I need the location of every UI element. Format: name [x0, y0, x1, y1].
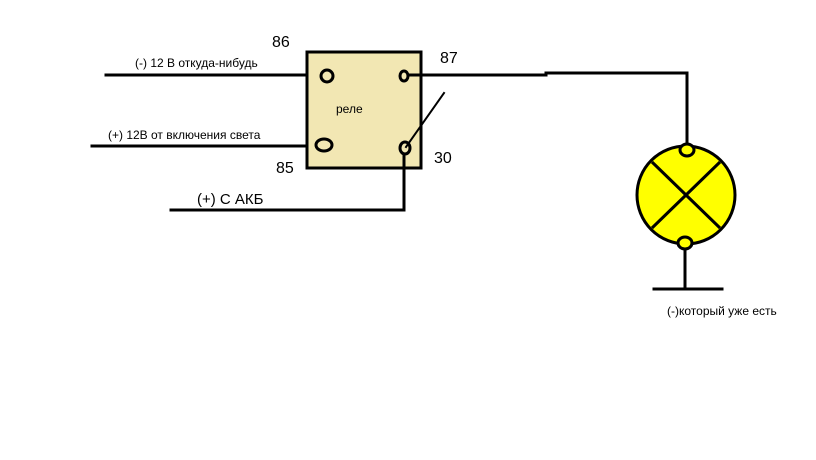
wire-battery-to-30: [169, 152, 406, 212]
pin-label-86: 86: [272, 34, 290, 51]
label-battery-wire: (+) С АКБ: [197, 191, 264, 208]
wire-87-to-lamp: [407, 71, 689, 146]
lamp-terminal-bottom: [676, 235, 694, 251]
terminal-87: [398, 69, 410, 83]
label-positive-light-wire: (+) 12В от включения света: [108, 128, 261, 142]
label-negative-wire: (-) 12 В откуда-нибудь: [135, 56, 258, 70]
terminal-85: [314, 137, 334, 153]
lamp: [635, 142, 737, 251]
terminal-86: [319, 68, 335, 84]
label-ground: (-)который уже есть: [667, 304, 777, 318]
lamp-terminal-top: [678, 142, 696, 158]
relay-label: реле: [336, 102, 363, 116]
pin-label-85: 85: [276, 160, 294, 177]
lamp-filament-b: [650, 160, 722, 230]
pin-label-30: 30: [434, 150, 452, 167]
relay-switch-contact: [404, 91, 446, 149]
pin-label-87: 87: [440, 50, 458, 67]
